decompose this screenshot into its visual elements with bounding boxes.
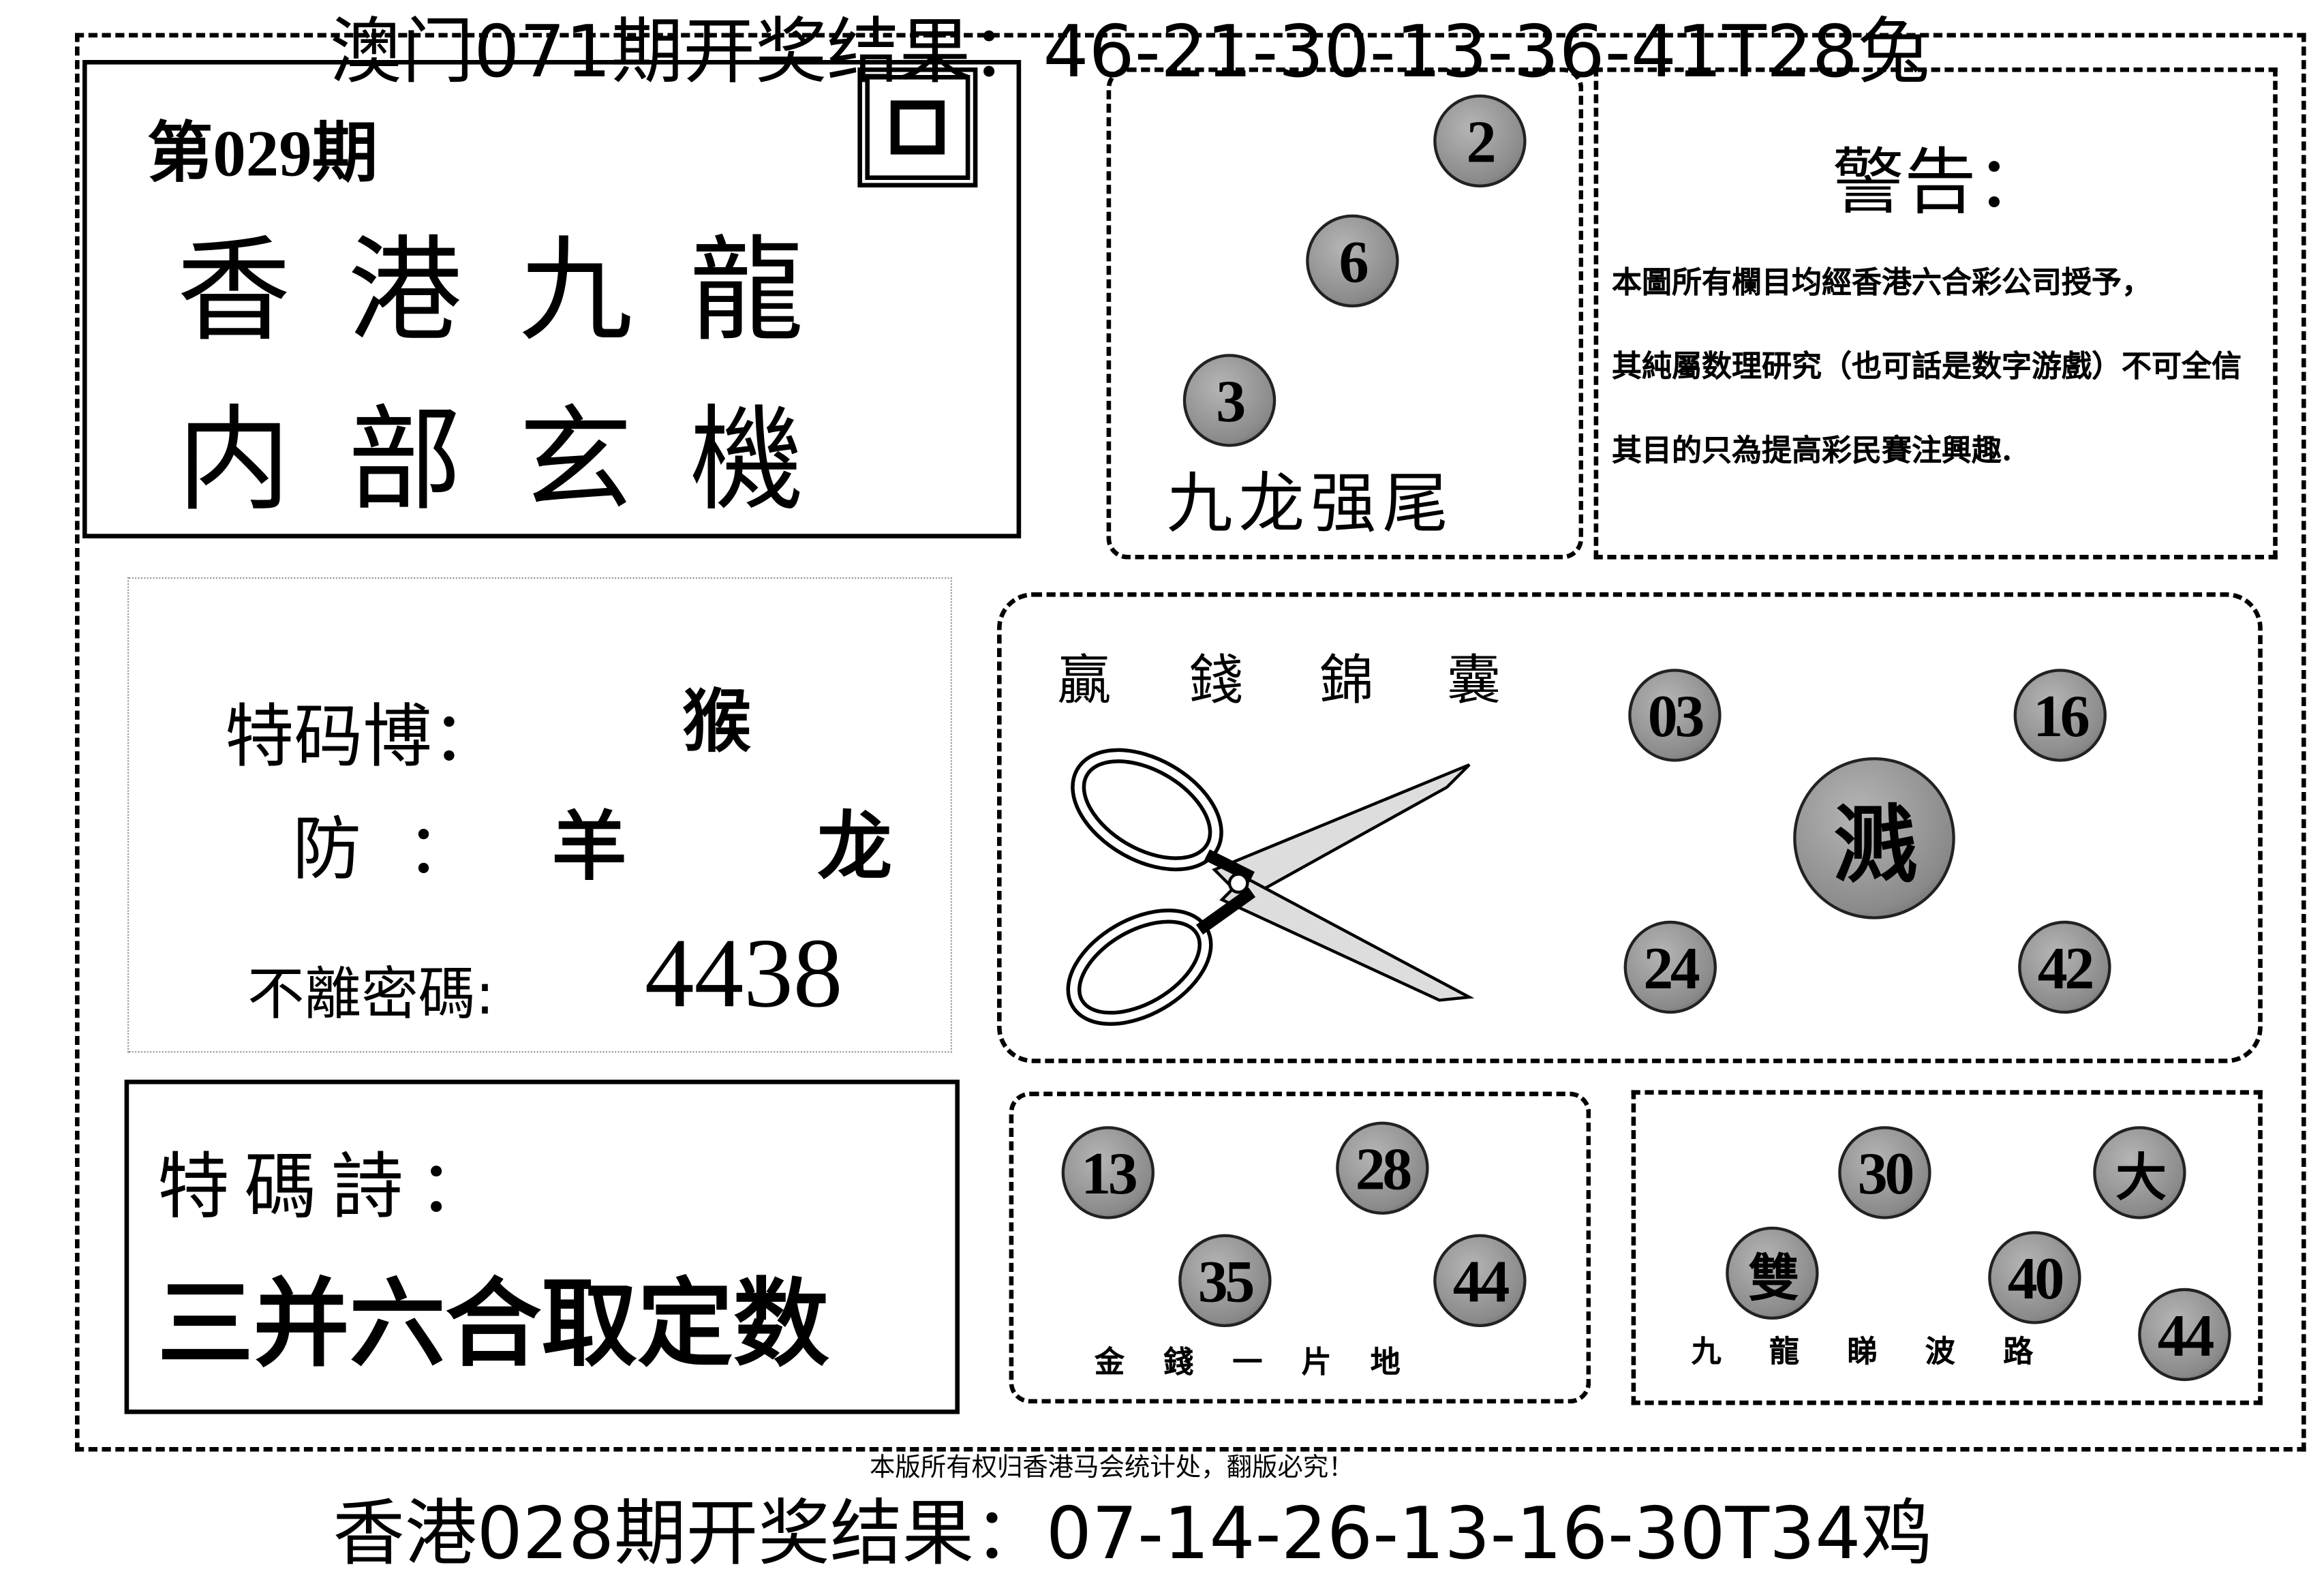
ball: 6 [1306,214,1399,307]
tail-caption: 九龙强尾 [1166,466,1454,543]
scissors-box [997,592,2263,1063]
poem-label: 特碼詩： [157,1145,506,1230]
warning-text: 本圖所有欄目均經香港六合彩公司授予， 其純屬数理研究（也可話是数字游戲）不可全信… [1612,240,2264,492]
ball: 3 [1182,354,1276,447]
box-title-char: 贏 [1057,650,1112,712]
ball-road-caption: 九龍睇波路 [1691,1333,2081,1369]
ball: 24 [1623,920,1717,1014]
bet-label: 特码博： [225,695,501,777]
ball: 35 [1178,1234,1272,1327]
box-title-char: 錦 [1319,650,1374,712]
outer-border [75,33,2306,1452]
ball: 03 [1628,669,1722,762]
box-title-char: 囊 [1447,650,1501,712]
warning-box [1593,67,2278,560]
guard-value-1: 羊 [551,802,627,891]
box-title-char: 錢 [1189,650,1243,712]
ball: 30 [1838,1126,1931,1219]
ball: 16 [2013,669,2107,762]
ball: 44 [2138,1288,2231,1382]
issue-label: 第029期 [147,117,378,191]
ball: 2 [1433,94,1527,187]
code-value: 4438 [645,919,843,1029]
warning-line: 其目的只為提高彩民賽注興趣. [1612,431,2013,468]
ball: 42 [2018,920,2111,1014]
copyright-notice: 本版所有权归香港马会统计处，翻版必究！ [870,1452,1354,1483]
money-box [1009,1091,1591,1404]
ball: 13 [1061,1126,1155,1219]
ball: 44 [1433,1234,1527,1327]
logo-icon [857,67,978,187]
ball: 40 [1988,1231,2081,1324]
bet-value: 猴 [682,680,752,762]
guard-label: 防： [292,808,521,889]
ball-large: 溅 [1793,757,1955,919]
code-label: 不離密碼: [247,961,495,1027]
title-line-1: 香港九龍 [177,223,861,357]
macau-result-header: 澳门071期开奖结果：46-21-30-13-36-41T28兔 [330,10,1930,95]
warning-line: 其純屬数理研究（也可話是数字游戲）不可全信 [1612,348,2242,384]
guard-value-2: 龙 [817,802,892,891]
ball-road-box [1631,1090,2263,1405]
ball: 大 [2093,1126,2186,1219]
warning-title: 警告： [1832,140,2049,225]
tail-box [1106,67,1584,560]
title-box [82,60,1022,538]
special-box [127,577,952,1053]
ball: 28 [1336,1121,1429,1215]
scissors-icon [1066,748,1475,1026]
money-caption: 金錢一片地 [1095,1343,1439,1380]
hk-result-footer: 香港028期开奖结果：07-14-26-13-16-30T34鸡 [333,1492,1933,1577]
warning-line: 本圖所有欄目均經香港六合彩公司授予， [1612,264,2152,300]
poem-text: 三并六合取定数 [157,1268,829,1382]
ball: 雙 [1726,1226,1819,1320]
poem-box [124,1080,960,1414]
title-line-2: 内部玄機 [177,393,861,527]
